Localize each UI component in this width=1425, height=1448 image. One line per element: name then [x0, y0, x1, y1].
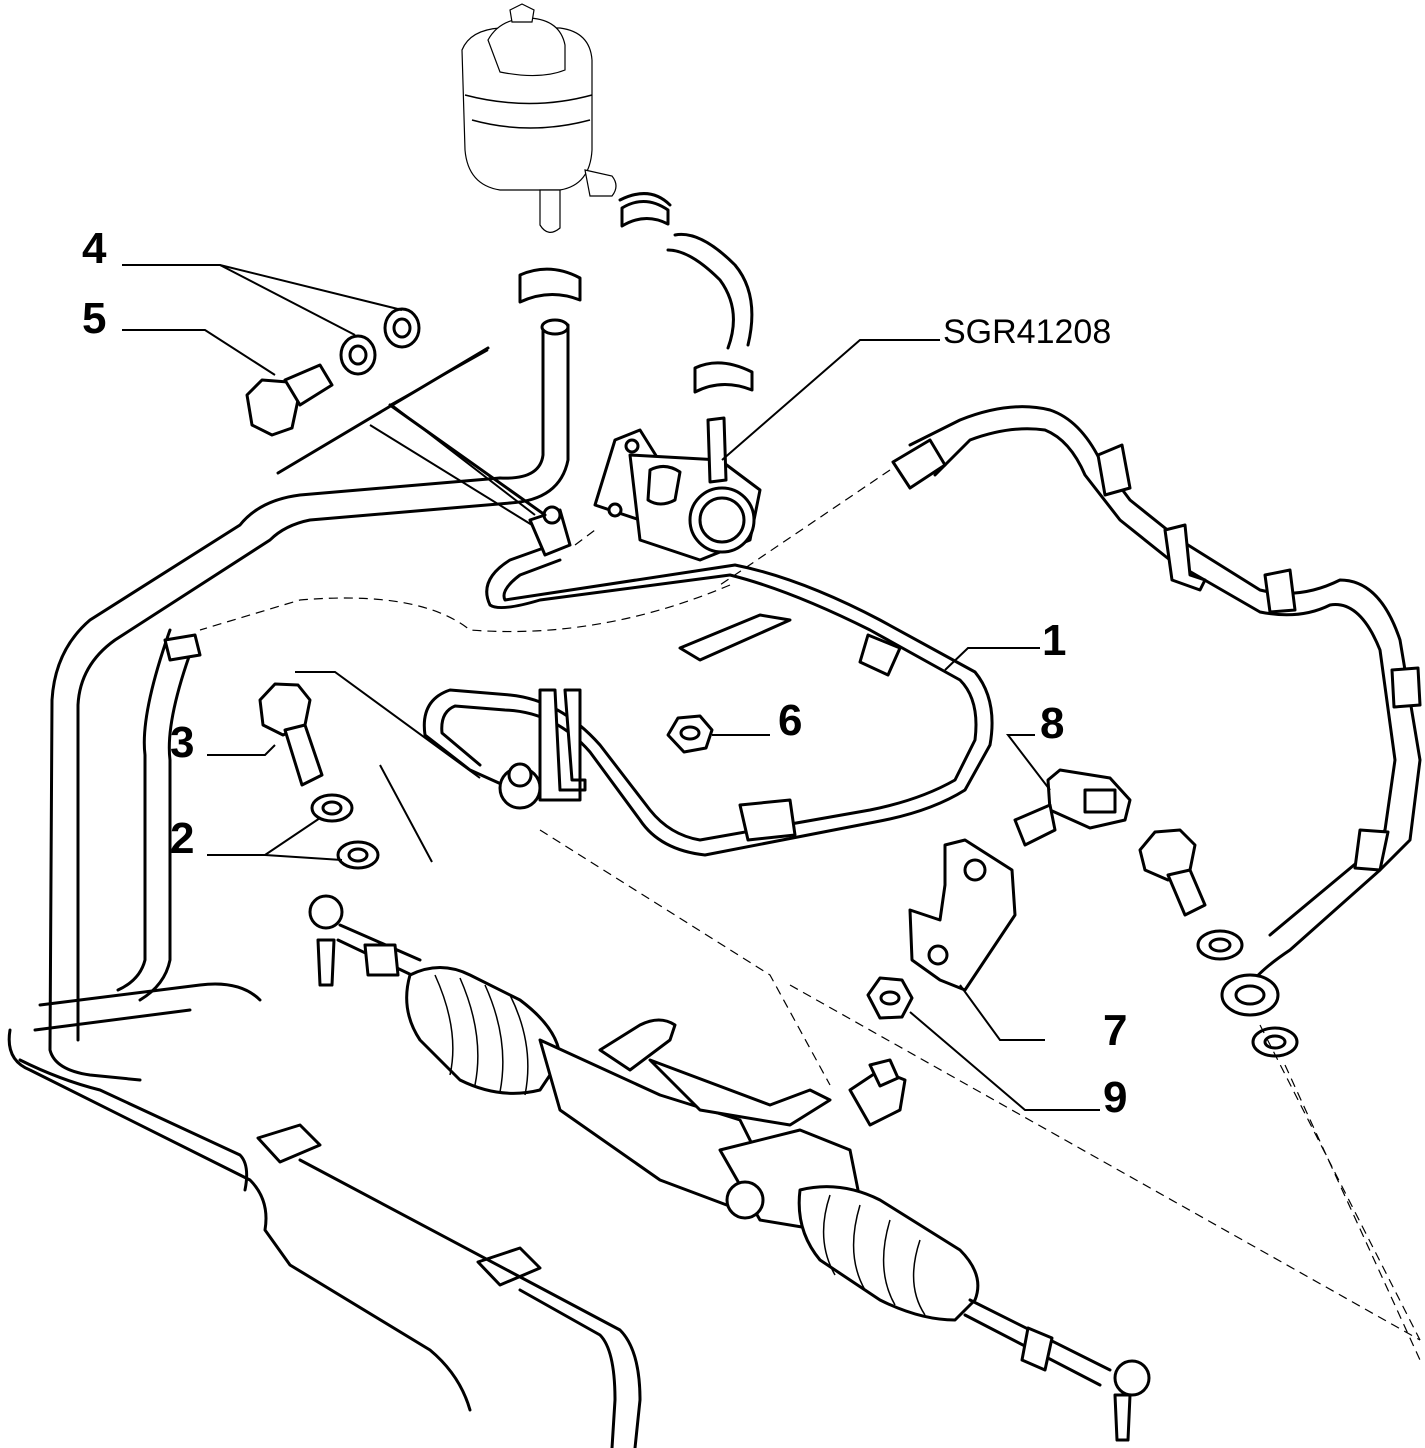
callout-9: 9 — [1103, 1073, 1127, 1122]
leader-lines — [122, 264, 1100, 1111]
callout-7: 7 — [1103, 1006, 1127, 1055]
return-pipe — [7, 476, 642, 1448]
reservoir — [461, 3, 617, 233]
bolt-3 — [258, 682, 324, 787]
callout-3: 3 — [170, 718, 194, 767]
right-hose — [891, 405, 1422, 1017]
power-steering-pump — [593, 416, 762, 562]
nut-9 — [866, 976, 914, 1020]
assembly-lines — [199, 469, 1421, 1361]
callout-8: 8 — [1040, 699, 1064, 748]
steering-rack — [308, 894, 1151, 1442]
pressure-pipe — [422, 505, 994, 857]
fitting-8 — [1013, 768, 1132, 847]
callout-6: 6 — [778, 696, 802, 745]
reference-code: SGR41208 — [943, 313, 1111, 351]
callout-2: 2 — [170, 814, 194, 863]
callout-1: 1 — [1042, 616, 1066, 665]
nut-6 — [666, 714, 714, 754]
callout-5: 5 — [82, 294, 106, 343]
bolt-right — [1138, 828, 1207, 917]
bracket-7 — [908, 838, 1017, 992]
bolt-5 — [245, 363, 334, 437]
washers-2 — [310, 793, 380, 870]
reservoir-hoses — [498, 192, 754, 505]
callout-4: 4 — [82, 224, 107, 273]
washers-right — [1196, 929, 1299, 1058]
washers-4 — [339, 307, 421, 376]
